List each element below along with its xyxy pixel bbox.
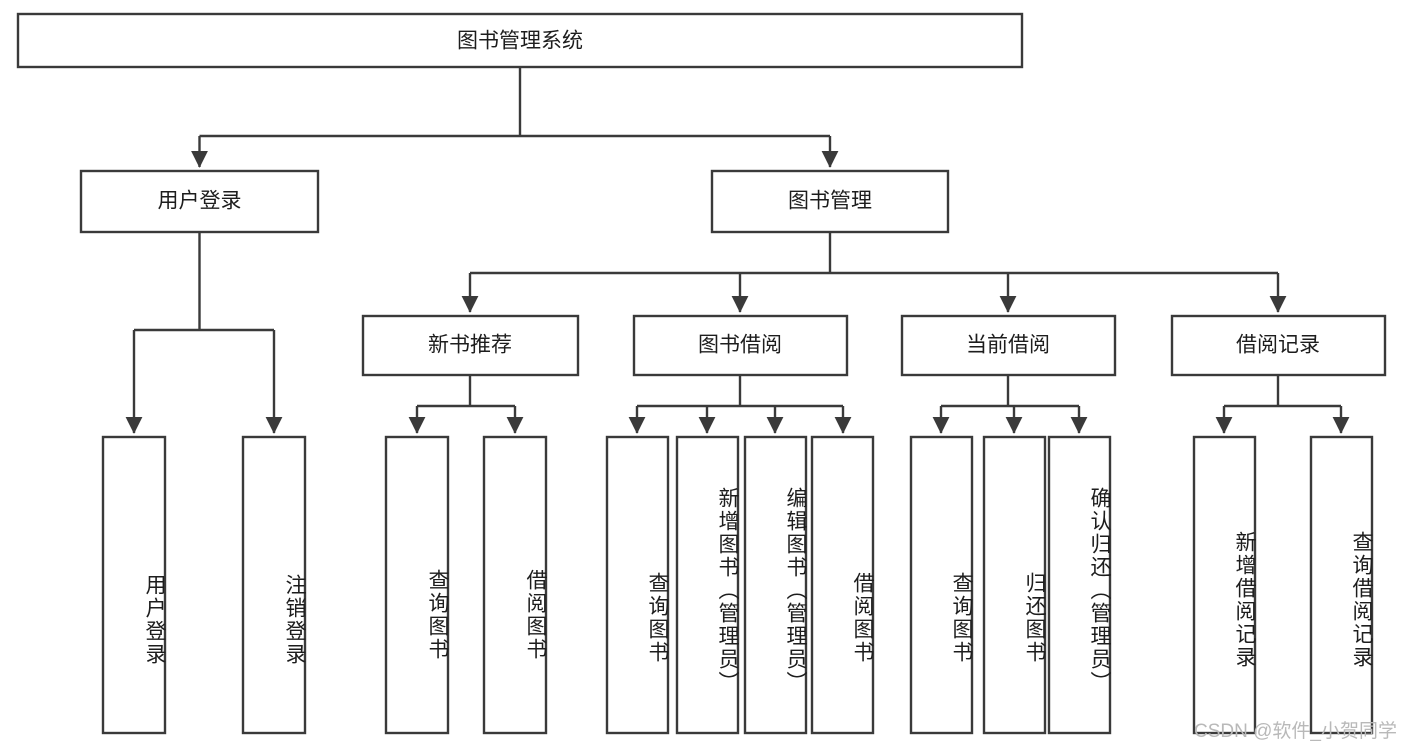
node-leaf-logout-box[interactable] [241,435,307,735]
node-leaf-borrow-book-2-box[interactable] [810,435,875,735]
node-book-borrow-box[interactable] [632,314,849,377]
node-book-manage-label: 图书管理 [788,190,872,213]
node-leaf-query-book-3-box[interactable] [909,435,974,735]
node-book-manage-box[interactable] [710,169,950,234]
node-borrow-record-box[interactable] [1170,314,1387,377]
node-leaf-edit-book-box[interactable] [743,435,808,735]
node-leaf-user-login-box[interactable] [101,435,167,735]
node-leaf-add-record-box[interactable] [1192,435,1257,735]
node-user-login-box[interactable] [79,169,320,234]
node-current-borrow-box[interactable] [900,314,1117,377]
csdn-watermark: CSDN @软件_小贺同学 [1194,721,1397,742]
connector-layer [125,67,1350,434]
node-root-label: 图书管理系统 [457,30,583,53]
node-current-borrow-label: 当前借阅 [966,334,1050,357]
node-leaf-confirm-return-box[interactable] [1047,435,1112,735]
node-leaf-return-book-box[interactable] [982,435,1047,735]
node-leaf-borrow-book-1-box[interactable] [482,435,548,735]
node-layer: 图书管理系统 用户登录 图书管理 新书推荐 图书借阅 当前借阅 借阅记录 [16,12,1387,735]
node-new-book-rec-label: 新书推荐 [428,334,512,357]
node-leaf-query-book-1-box[interactable] [384,435,450,735]
node-new-book-rec-box[interactable] [361,314,580,377]
node-leaf-query-book-2-box[interactable] [605,435,670,735]
node-book-borrow-label: 图书借阅 [698,334,782,357]
node-root-box[interactable] [16,12,1024,69]
node-leaf-query-record-box[interactable] [1309,435,1374,735]
node-borrow-record-label: 借阅记录 [1236,334,1320,357]
node-leaf-add-book-box[interactable] [675,435,740,735]
node-user-login-label: 用户登录 [158,190,242,213]
